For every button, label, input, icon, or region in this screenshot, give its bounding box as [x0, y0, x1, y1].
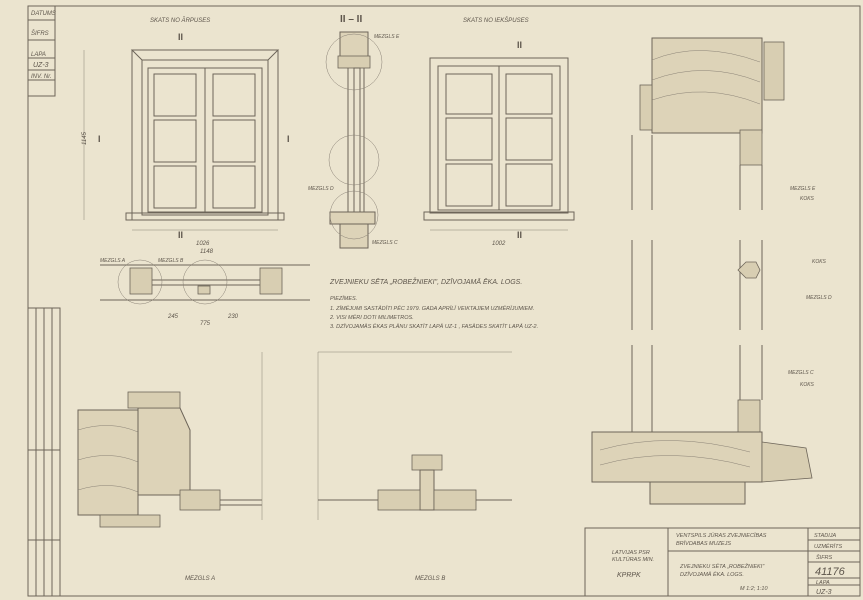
label-section: II – II	[340, 14, 362, 25]
detail-node-b: MEZGLS B	[317, 351, 512, 582]
tb-ministry2: KULTŪRAS MIN.	[612, 556, 654, 563]
label-outside-view: SKATS NO ĀRPUSES	[150, 17, 210, 24]
tb-dept: KPRPK	[617, 572, 641, 579]
drawing-title: ZVEJNIEKU SĒTA „ROBEŽNIEKI", DZĪVOJAMĀ Ē…	[329, 277, 522, 286]
dim-height: 1145	[82, 131, 88, 145]
detail-node-a: MEZGLS A	[77, 352, 263, 582]
label-inside-view: SKATS NO IEKŠPUSES	[463, 17, 529, 24]
dim-outside-width: 1026	[196, 241, 210, 247]
note-2: 2. VISI MĒRI DOTI MILIMETROS.	[329, 314, 414, 321]
label-node-e-section: MEZGLS E	[374, 34, 400, 40]
detail-node-d: KOKS MEZGLS D	[631, 240, 832, 330]
sheet-border	[27, 5, 861, 597]
side-stamp: DATUMS ŠIFRS LAPA UZ-3 INV. Nr.	[27, 5, 56, 97]
note-1: 1. ZĪMĒJUMI SASTĀDĪTI PĒC 1979. GADA APR…	[330, 305, 534, 312]
tb-stage: UZMĒRĪTS	[814, 543, 842, 550]
tb-drawing: ZVEJNIEKU SĒTA „ROBEŽNIEKI"	[679, 562, 765, 570]
dim-plan-total: 775	[200, 321, 211, 327]
title-block: VENTSPILS JŪRAS ZVEJNIECĪBAS BRĪVDABAS M…	[584, 527, 861, 597]
tb-ministry: LATVIJAS PSR	[612, 550, 650, 556]
tb-sheet-label: LAPA	[816, 580, 830, 586]
tb-org2: BRĪVDABAS MUZEJS	[676, 540, 731, 547]
label-node-b-plan: MEZGLS B	[158, 258, 184, 264]
tb-scale: M 1:2; 1:10	[740, 586, 768, 592]
tb-stage-label: STADIJA	[814, 533, 837, 539]
stamp-sheet-no: UZ-3	[33, 62, 49, 69]
label-node-a: MEZGLS A	[185, 576, 215, 582]
signature-column	[27, 307, 61, 597]
label-node-e: MEZGLS E	[790, 186, 816, 192]
cut-marker-top: II	[178, 32, 183, 42]
window-plan: MEZGLS A MEZGLS B 1148 245 230 775	[100, 249, 310, 327]
cut-marker-left: I	[98, 134, 101, 144]
label-node-d: MEZGLS D	[806, 295, 832, 301]
dim-plan-width: 1148	[200, 249, 214, 255]
stamp-inv: INV. Nr.	[31, 74, 52, 80]
cut-marker-bottom: II	[178, 230, 183, 240]
note-3: 3. DZĪVOJAMĀS ĒKAS PLĀNU SKATĪT LAPĀ UZ-…	[330, 323, 538, 330]
stamp-cipher: ŠIFRS	[31, 30, 49, 37]
label-node-c-section: MEZGLS C	[372, 240, 398, 246]
tb-drawing2: DZĪVOJAMĀ ĒKA. LOGS.	[680, 571, 744, 578]
label-node-a-plan: MEZGLS A	[100, 258, 126, 264]
label-wood-e: KOKS	[800, 196, 815, 202]
label-node-d-section: MEZGLS D	[308, 186, 334, 192]
label-node-b: MEZGLS B	[415, 576, 445, 582]
window-inside-view: 1002	[423, 57, 575, 247]
tb-cipher-label: ŠIFRS	[816, 554, 833, 561]
notes-heading: PIEZĪMES.	[330, 295, 357, 302]
tb-cipher: 41176	[815, 566, 846, 578]
cut-marker-inside-bottom: II	[517, 230, 522, 240]
dim-plan-left: 245	[167, 314, 179, 320]
detail-node-c: MEZGLS C KOKS	[591, 345, 815, 505]
dim-plan-right: 230	[227, 314, 239, 320]
notes: PIEZĪMES. 1. ZĪMĒJUMI SASTĀDĪTI PĒC 1979…	[329, 295, 538, 330]
stamp-sheet: LAPA	[31, 52, 46, 58]
label-node-c: MEZGLS C	[788, 370, 814, 376]
tb-sheet: UZ-3	[816, 589, 832, 596]
stamp-date: DATUMS	[31, 11, 56, 17]
window-section: MEZGLS E MEZGLS D MEZGLS C	[308, 31, 400, 249]
window-outside-view: 1026 1145	[82, 49, 285, 247]
dim-inside-width: 1002	[492, 241, 506, 247]
detail-node-e: MEZGLS E KOKS	[631, 37, 816, 210]
label-wood-d: KOKS	[812, 259, 827, 265]
label-wood-c: KOKS	[800, 382, 815, 388]
tb-org: VENTSPILS JŪRAS ZVEJNIECĪBAS	[676, 532, 767, 539]
cut-marker-right: I	[287, 134, 290, 144]
cut-marker-inside-top: II	[517, 40, 522, 50]
